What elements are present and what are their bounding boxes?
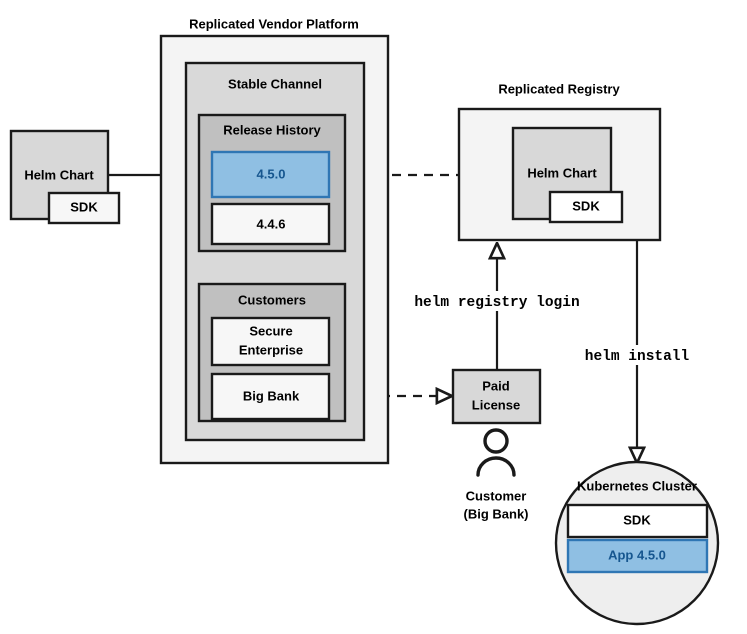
source-sdk-label: SDK [70,199,98,214]
vendor-platform-title: Replicated Vendor Platform [189,16,359,31]
registry-helm-chart-label: Helm Chart [527,165,597,180]
customer-item-secure-enterprise-line1: Secure [249,323,292,338]
paid-license-line2: License [472,397,520,412]
paid-license-box[interactable]: Paid License [451,368,542,425]
release-item-4-5-0-label: 4.5.0 [257,166,286,181]
source-sdk-box[interactable]: SDK [47,191,121,225]
command-helm-install: helm install [585,349,690,365]
release-item-4-5-0[interactable]: 4.5.0 [210,150,331,199]
customer-item-big-bank[interactable]: Big Bank [210,372,331,421]
kubernetes-cluster-title: Kubernetes Cluster [577,478,697,493]
source-helm-chart-label: Helm Chart [24,167,94,182]
customer-item-secure-enterprise[interactable]: Secure Enterprise [210,316,331,367]
customers-label: Customers [238,292,306,307]
cluster-component-app-label: App 4.5.0 [608,547,666,562]
customer-item-secure-enterprise-line2: Enterprise [239,342,303,357]
stable-channel-label: Stable Channel [228,76,322,91]
registry-sdk-label: SDK [572,198,600,213]
helm-install-label-bg [570,345,704,365]
cluster-component-sdk[interactable]: SDK [566,503,709,539]
release-item-4-4-6-label: 4.4.6 [257,216,286,231]
command-helm-registry-login: helm registry login [414,295,579,311]
customer-item-big-bank-label: Big Bank [243,388,300,403]
paid-license-line1: Paid [482,378,510,393]
customer-actor-line2: (Big Bank) [464,506,529,521]
person-icon [476,428,516,477]
replicated-registry-title: Replicated Registry [498,81,620,96]
registry-login-label-bg [400,291,594,311]
registry-sdk-box[interactable]: SDK [548,190,624,224]
customer-actor-line1: Customer [466,488,527,503]
cluster-component-sdk-label: SDK [623,512,651,527]
release-history-label: Release History [223,122,321,137]
cluster-component-app[interactable]: App 4.5.0 [566,538,709,574]
release-item-4-4-6[interactable]: 4.4.6 [210,202,331,246]
